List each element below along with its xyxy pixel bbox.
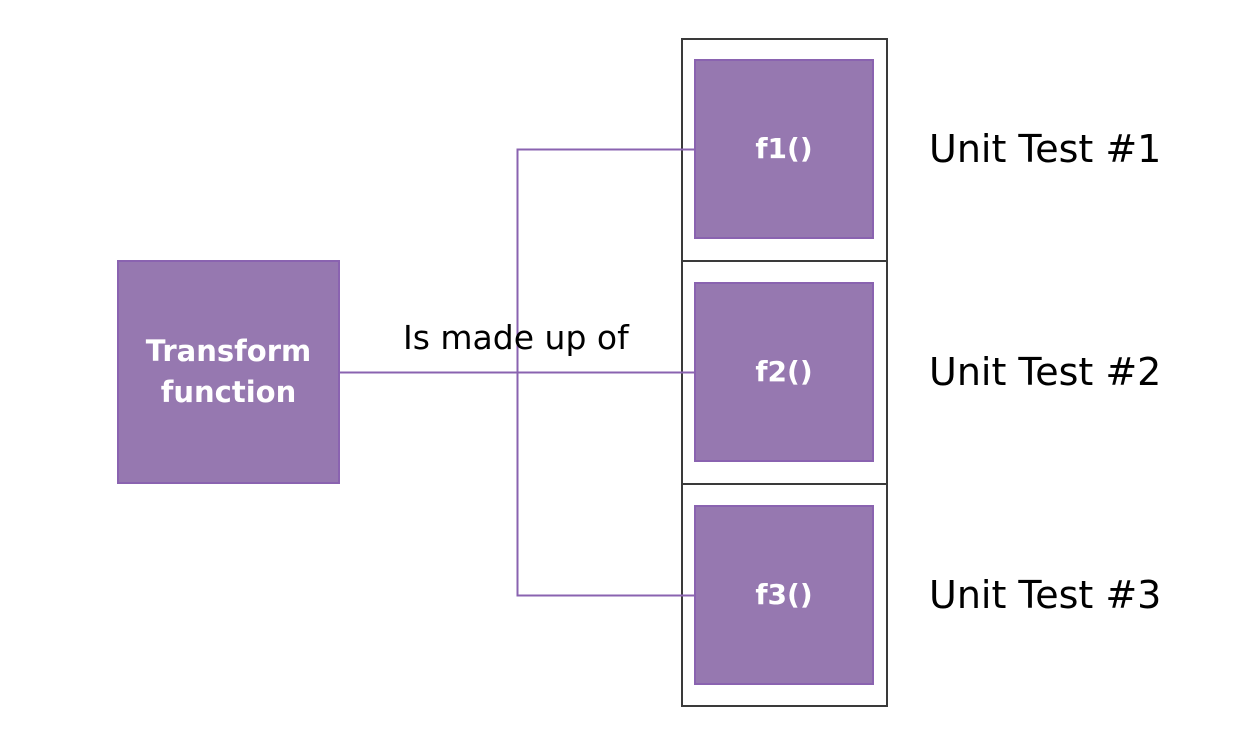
function-box-f1: f1() (694, 59, 874, 239)
unit-test-label-2: Unit Test #2 (929, 350, 1162, 394)
function-label-f1: f1() (755, 132, 813, 166)
function-label-f3: f3() (755, 578, 813, 612)
transform-function-label-line2: function (160, 375, 297, 409)
function-box-f2: f2() (694, 282, 874, 462)
function-box-f3: f3() (694, 505, 874, 685)
transform-function-box: Transform function (117, 260, 340, 484)
connector-bracket (516, 148, 696, 597)
unit-test-label-3: Unit Test #3 (929, 573, 1162, 617)
unit-test-label-1: Unit Test #1 (929, 127, 1162, 171)
function-label-f2: f2() (755, 355, 813, 389)
transform-function-label-line1: Transform (145, 334, 312, 369)
edge-label: Is made up of (403, 318, 629, 357)
